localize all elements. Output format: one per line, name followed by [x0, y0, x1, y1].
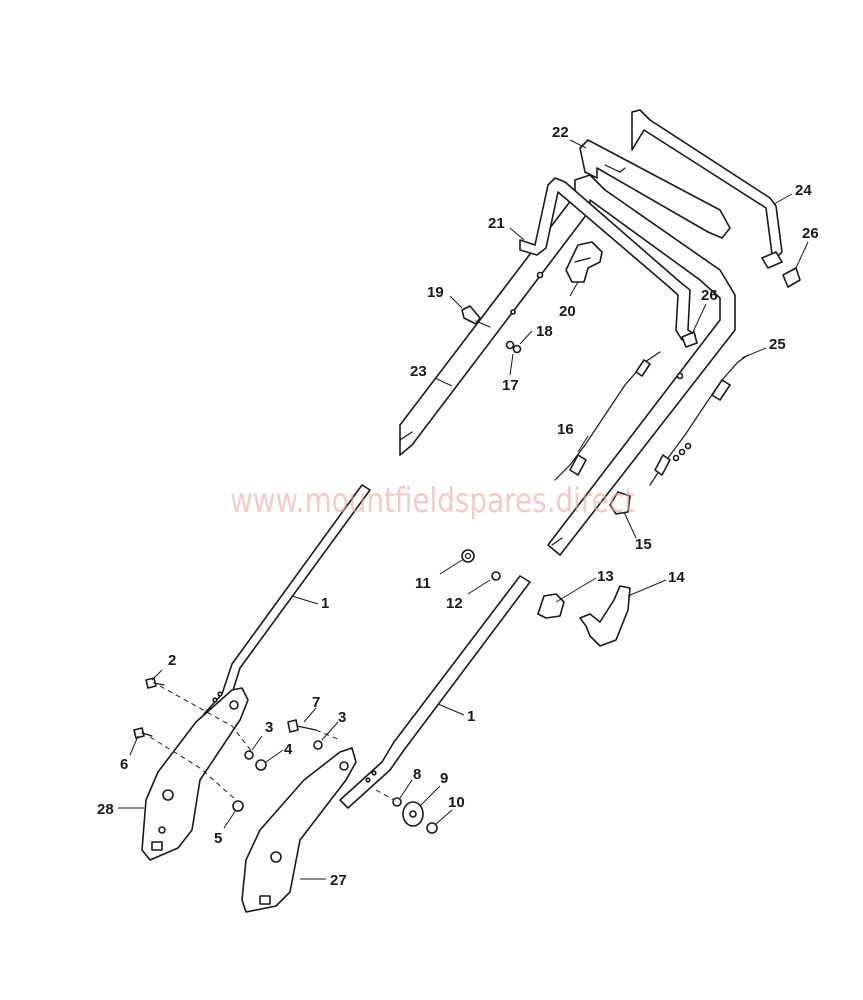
washers — [505, 340, 522, 354]
callout-1-upper: 1 — [321, 595, 329, 612]
callout-21: 21 — [488, 215, 505, 232]
assembly-lines — [149, 685, 395, 801]
lever-knob — [579, 585, 631, 647]
callout-14: 14 — [668, 569, 685, 586]
callout-28: 28 — [97, 801, 114, 818]
lower-tube-right — [339, 575, 531, 809]
nut-10 — [426, 822, 438, 834]
leader-lines — [118, 139, 809, 880]
nut-5 — [232, 800, 244, 812]
callout-9: 9 — [440, 770, 448, 787]
callout-10: 10 — [448, 794, 465, 811]
cable-guide — [565, 241, 603, 283]
end-cap-2 — [681, 331, 698, 348]
callout-5: 5 — [214, 830, 222, 847]
callout-8: 8 — [413, 766, 421, 783]
top-bar — [579, 139, 731, 239]
watermark-text: www.mountfieldspares.direct — [230, 481, 635, 521]
callout-23: 23 — [410, 363, 427, 380]
clip — [461, 305, 491, 328]
drive-cable — [554, 351, 661, 481]
callout-26-middle: 26 — [701, 287, 718, 304]
callout-20: 20 — [559, 303, 576, 320]
callout-12: 12 — [446, 595, 463, 612]
callout-25: 25 — [769, 336, 786, 353]
bolt-6 — [133, 727, 153, 739]
callout-27: 27 — [330, 872, 347, 889]
callout-19: 19 — [427, 284, 444, 301]
callout-22: 22 — [552, 124, 569, 141]
callout-15: 15 — [635, 536, 652, 553]
bracket-right — [241, 747, 357, 913]
callout-13: 13 — [597, 568, 614, 585]
lever-bracket — [537, 593, 565, 619]
upper-handle — [399, 174, 736, 556]
callout-16: 16 — [557, 421, 574, 438]
bail-arm — [631, 109, 783, 269]
callout-24: 24 — [795, 182, 812, 199]
callout-7: 7 — [312, 694, 320, 711]
washer-3-right — [313, 740, 323, 750]
callout-1-lower: 1 — [467, 708, 475, 725]
end-cap — [782, 267, 801, 288]
bolt-2 — [145, 677, 165, 689]
callout-17: 17 — [502, 377, 519, 394]
callout-18: 18 — [536, 323, 553, 340]
callout-3-right: 3 — [338, 709, 346, 726]
cable-clip — [609, 491, 631, 515]
callout-26-top: 26 — [802, 225, 819, 242]
callout-4: 4 — [284, 741, 293, 758]
callout-3-left: 3 — [265, 719, 273, 736]
callout-labels: 1 1 2 3 3 4 5 6 7 8 9 10 11 12 13 14 15 … — [97, 124, 819, 889]
nut-11 — [461, 549, 475, 563]
bracket-left — [141, 687, 249, 861]
callout-2: 2 — [168, 652, 176, 669]
callout-11: 11 — [415, 575, 431, 592]
washer-8 — [392, 797, 402, 807]
knob-9 — [402, 801, 424, 827]
nut-4 — [255, 759, 267, 771]
washer-12 — [491, 571, 501, 581]
engine-cable — [649, 354, 749, 486]
bolt-7 — [287, 719, 317, 733]
callout-6: 6 — [120, 756, 128, 773]
washer-3-left — [244, 750, 254, 760]
